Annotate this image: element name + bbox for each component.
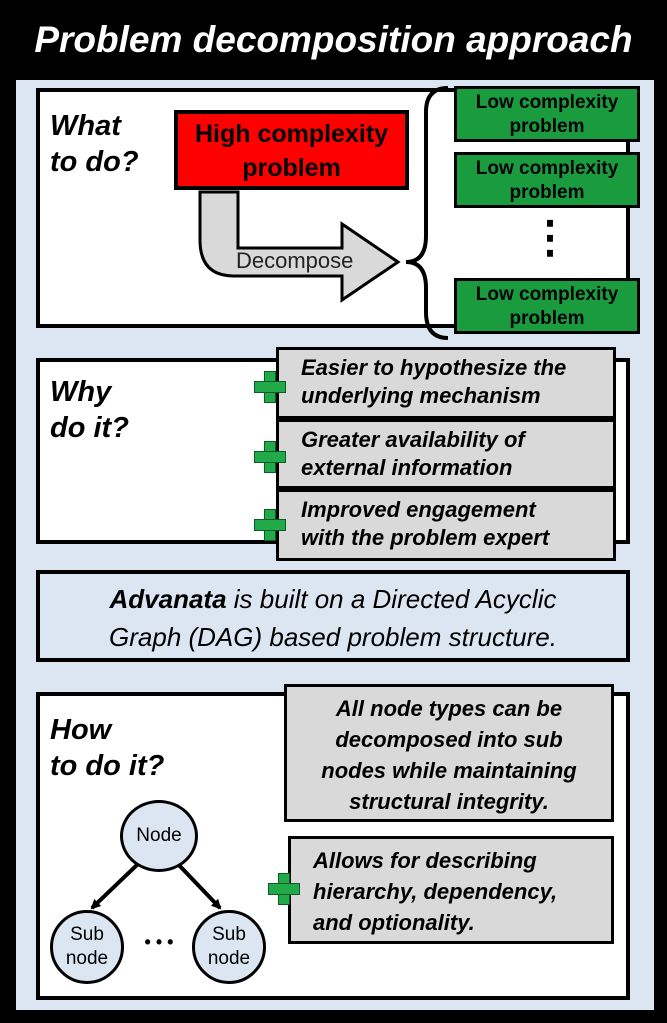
low-complexity-line1: Low complexity <box>475 158 619 179</box>
note-hierarchy: Allows for describing hierarchy, depende… <box>288 836 614 944</box>
high-complexity-line1: High complexity <box>194 120 389 148</box>
plus-icon <box>268 873 300 905</box>
sub-node-line2: node <box>65 948 109 969</box>
note2-line3: and optionality. <box>313 910 475 935</box>
low-complexity-box-2: Low complexity problem <box>454 152 640 208</box>
low-complexity-line2: problem <box>509 116 585 137</box>
sub-node-line1: Sub <box>70 924 104 945</box>
note2-line2: hierarchy, dependency, <box>313 879 558 904</box>
dag-line2: Graph (DAG) based problem structure. <box>109 622 557 652</box>
reason-1-line2: underlying mechanism <box>301 383 541 408</box>
note1-line4: structural integrity. <box>349 789 549 814</box>
sub-node-line2: node <box>207 948 251 969</box>
how-label-line1: How <box>50 714 112 746</box>
note2-line1: Allows for describing <box>313 848 537 873</box>
low-complexity-line2: problem <box>509 308 585 329</box>
root-node: Node <box>120 800 198 872</box>
why-label: Why do it? <box>50 374 129 446</box>
reason-box-3: Improved engagement with the problem exp… <box>276 489 616 561</box>
plus-icon <box>254 371 286 403</box>
note-structural-integrity: All node types can be decomposed into su… <box>284 684 614 822</box>
how-label: How to do it? <box>50 712 164 784</box>
why-label-line2: do it? <box>50 412 129 444</box>
reason-1-line1: Easier to hypothesize the <box>301 355 567 380</box>
low-complexity-line1: Low complexity <box>475 284 619 305</box>
high-complexity-line2: problem <box>242 154 341 182</box>
dag-line1: Advanata is built on a Directed Acyclic <box>40 580 626 618</box>
reason-2-line2: external information <box>301 455 513 480</box>
what-label-line1: What <box>50 110 121 142</box>
low-complexity-line1: Low complexity <box>475 92 619 113</box>
brand-name: Advanata <box>109 584 227 614</box>
reason-box-2: Greater availability of external informa… <box>276 419 616 489</box>
note1-line3: nodes while maintaining <box>321 758 577 783</box>
low-complexity-line2: problem <box>509 182 585 203</box>
low-complexity-box-3: Low complexity problem <box>454 278 640 334</box>
note1-line2: decomposed into sub <box>335 727 563 752</box>
why-label-line1: Why <box>50 376 112 408</box>
vertical-ellipsis: ⋮ <box>528 213 572 262</box>
plus-icon <box>254 509 286 541</box>
note1-line1: All node types can be <box>335 696 563 721</box>
what-label-line2: to do? <box>50 146 139 178</box>
plus-icon <box>254 441 286 473</box>
high-complexity-box: High complexity problem <box>174 110 409 190</box>
poster-title: Problem decomposition approach <box>34 19 633 60</box>
dag-line1-rest: is built on a Directed Acyclic <box>226 584 557 614</box>
reason-3-line1: Improved engagement <box>301 497 536 522</box>
sub-node-right: Sub node <box>192 910 266 984</box>
what-label: What to do? <box>50 108 139 180</box>
decompose-label: Decompose <box>236 248 354 273</box>
dag-statement: Advanata is built on a Directed Acyclic … <box>36 570 630 662</box>
low-complexity-box-1: Low complexity problem <box>454 86 640 142</box>
sub-node-left: Sub node <box>50 910 124 984</box>
how-label-line2: to do it? <box>50 750 165 782</box>
reason-2-line1: Greater availability of <box>301 427 525 452</box>
sub-node-line1: Sub <box>212 924 246 945</box>
root-node-label: Node <box>136 825 182 846</box>
horizontal-ellipsis: • • • <box>144 932 174 952</box>
reason-box-1: Easier to hypothesize the underlying mec… <box>276 347 616 419</box>
reason-3-line2: with the problem expert <box>301 525 550 550</box>
